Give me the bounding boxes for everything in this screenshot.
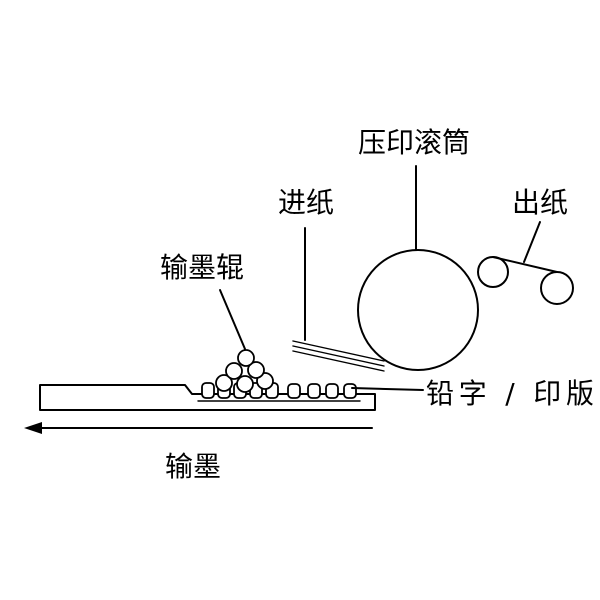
impression-cylinder-label: 压印滚筒: [358, 126, 470, 159]
paper-sheet-line: [292, 350, 385, 372]
type-plate-leader-line: [351, 387, 424, 391]
ink-roller: [237, 349, 255, 367]
type-slug: [343, 383, 357, 399]
type-slug: [307, 383, 321, 399]
paper-out-label: 出纸: [512, 186, 568, 219]
impression-cylinder: [357, 249, 479, 371]
paper-in-label: 进纸: [278, 186, 334, 219]
ink-roller: [236, 375, 254, 393]
ink-rollers-leader-line: [219, 289, 246, 350]
delivery-roller-left: [477, 256, 509, 288]
type-slug: [325, 383, 339, 399]
press-bed: [39, 384, 376, 411]
ink-roller: [215, 374, 233, 392]
paper-sheet-line: [292, 340, 385, 362]
ink-roller-cluster: [215, 349, 274, 393]
type-slug: [201, 382, 215, 399]
ink-rollers-label: 输墨辊: [160, 251, 244, 284]
paper-stack: [292, 340, 385, 372]
ink-feed-label: 输墨: [165, 450, 221, 483]
paper-out-leader-line: [523, 221, 541, 263]
ink-roller: [247, 361, 265, 379]
ink-roller: [225, 362, 243, 380]
type-plate-label: 铅字 / 印版: [426, 377, 594, 410]
type-slug: [287, 383, 301, 399]
delivery-roller-right: [540, 271, 574, 305]
delivery-belt: [492, 256, 558, 273]
ink-feed-arrowhead-icon: [24, 422, 42, 434]
paper-sheet-line: [292, 345, 385, 367]
